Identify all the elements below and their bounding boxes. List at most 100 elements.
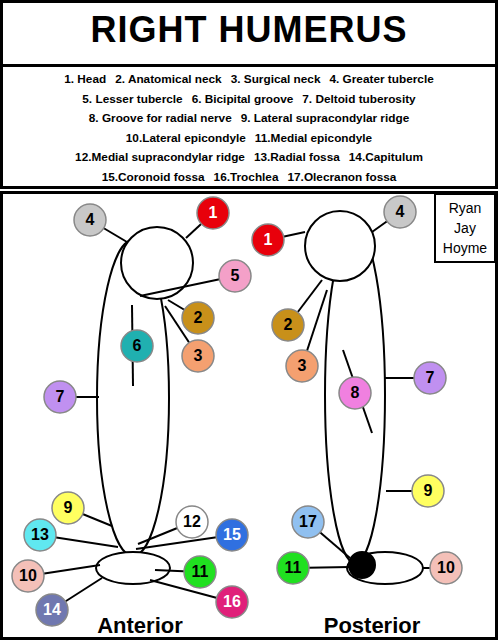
callout-number: 9 — [51, 491, 85, 525]
key-line: 1. Head 2. Anatomical neck 3. Surgical nec… — [4, 70, 494, 88]
distal-end — [96, 552, 170, 584]
credit-text: Ryan Jay Hoyme — [442, 198, 488, 258]
callout-text: 15 — [223, 526, 241, 544]
callout-text: 4 — [396, 203, 405, 221]
callout-disc — [176, 506, 208, 538]
distal-end — [347, 552, 423, 584]
callout-number: 10 — [429, 551, 463, 585]
callout-text: 1 — [264, 231, 273, 249]
callout-text: 7 — [56, 388, 65, 406]
title-frame — [2, 2, 497, 66]
callout-number: 1 — [196, 196, 230, 230]
callout-number: 16 — [215, 585, 249, 619]
callout-number: 2 — [271, 308, 305, 342]
callout-text: 10 — [19, 567, 37, 585]
key-line: 10.Lateral epicondyle 11.Medial epicondyl… — [4, 129, 494, 147]
key-item: 16.Trochlea — [214, 168, 279, 186]
callout-text: 14 — [43, 601, 61, 619]
callout-disc — [252, 224, 284, 256]
callout-number: 3 — [285, 349, 319, 383]
key-item: 17.Olecranon fossa — [288, 168, 397, 186]
callout-text: 8 — [351, 384, 360, 402]
callout-number: 7 — [43, 380, 77, 414]
callout-text: 3 — [298, 357, 307, 375]
callout-number: 4 — [73, 203, 107, 237]
callout-text: 5 — [231, 267, 240, 285]
humeral-head — [121, 227, 193, 299]
callout-number: 10 — [11, 559, 45, 593]
callout-number: 14 — [35, 593, 69, 627]
callout-disc — [184, 556, 216, 588]
callout-disc — [216, 586, 248, 618]
callout-number: 11 — [183, 555, 217, 589]
key-item: 1. Head — [64, 70, 106, 88]
callout-number: 17 — [291, 505, 325, 539]
key-item: 14.Capitulum — [349, 148, 423, 166]
callout-text: 16 — [223, 593, 241, 611]
callout-number: 8 — [338, 376, 372, 410]
callout-text: 9 — [64, 499, 73, 517]
key-item: 8. Groove for radial nerve — [89, 109, 232, 127]
callout-text: 2 — [284, 316, 293, 334]
drawing-frame — [2, 193, 497, 639]
callout-disc — [52, 492, 84, 524]
callout-disc — [219, 260, 251, 292]
olecranon-fossa-mark — [349, 552, 375, 578]
key-line: 5. Lesser tubercle 6. Bicipital groove 7. … — [4, 90, 494, 108]
callout-text: 17 — [299, 513, 317, 531]
key-frame — [2, 66, 497, 188]
key-item: 11.Medial epicondyle — [255, 129, 372, 147]
callout-disc — [12, 560, 44, 592]
callout-disc — [292, 506, 324, 538]
callout-number: 12 — [175, 505, 209, 539]
callout-text: 1 — [209, 204, 218, 222]
callout-number: 7 — [413, 361, 447, 395]
callout-number: 13 — [23, 518, 57, 552]
callout-number: 11 — [276, 551, 310, 585]
callout-disc — [24, 519, 56, 551]
callout-text: 11 — [192, 563, 209, 581]
callout-number: 5 — [218, 259, 252, 293]
key-item: 7. Deltoid tuberosity — [302, 90, 415, 108]
callout-number: 9 — [411, 474, 445, 508]
callout-disc — [277, 552, 309, 584]
key-item: 2. Anatomical neck — [115, 70, 221, 88]
callout-disc — [216, 519, 248, 551]
view-label: Anterior — [97, 613, 183, 639]
callout-text: 13 — [31, 526, 49, 544]
callout-disc — [412, 475, 444, 507]
callout-disc — [44, 381, 76, 413]
callout-text: 10 — [437, 559, 455, 577]
key-line: 8. Groove for radial nerve 9. Lateral sup… — [4, 109, 494, 127]
key-line: 15.Coronoid fossa16.Trochlea17.Olecranon… — [4, 168, 494, 186]
callout-text: 9 — [424, 482, 433, 500]
humeral-head — [305, 211, 375, 281]
callout-number: 1 — [251, 223, 285, 257]
key-item: 3. Surgical neck — [231, 70, 321, 88]
callout-text: 6 — [133, 337, 142, 355]
title: RIGHT HUMERUS — [4, 8, 494, 52]
view-label: Posterior — [324, 613, 421, 639]
key-item: 10.Lateral epicondyle — [126, 129, 246, 147]
callout-disc — [36, 594, 68, 626]
callout-text: 4 — [86, 211, 95, 229]
key-item: 4. Greater tubercle — [329, 70, 433, 88]
callout-text: 2 — [194, 309, 203, 327]
key-item: 12.Medial supracondylar ridge — [75, 148, 245, 166]
callout-disc — [339, 377, 371, 409]
callout-number: 3 — [181, 339, 215, 373]
key-line: 12.Medial supracondylar ridge13.Radial f… — [4, 148, 494, 166]
credit-box: Ryan Jay Hoyme — [434, 193, 496, 263]
callout-text: 3 — [194, 347, 203, 365]
key-item: 9. Lateral supracondylar ridge — [241, 109, 410, 127]
callout-number: 4 — [383, 195, 417, 229]
callout-disc — [182, 302, 214, 334]
key-item: 6. Bicipital groove — [192, 90, 294, 108]
key-item: 5. Lesser tubercle — [82, 90, 182, 108]
callout-disc — [121, 330, 153, 362]
callout-disc — [272, 309, 304, 341]
callout-text: 12 — [183, 513, 201, 531]
